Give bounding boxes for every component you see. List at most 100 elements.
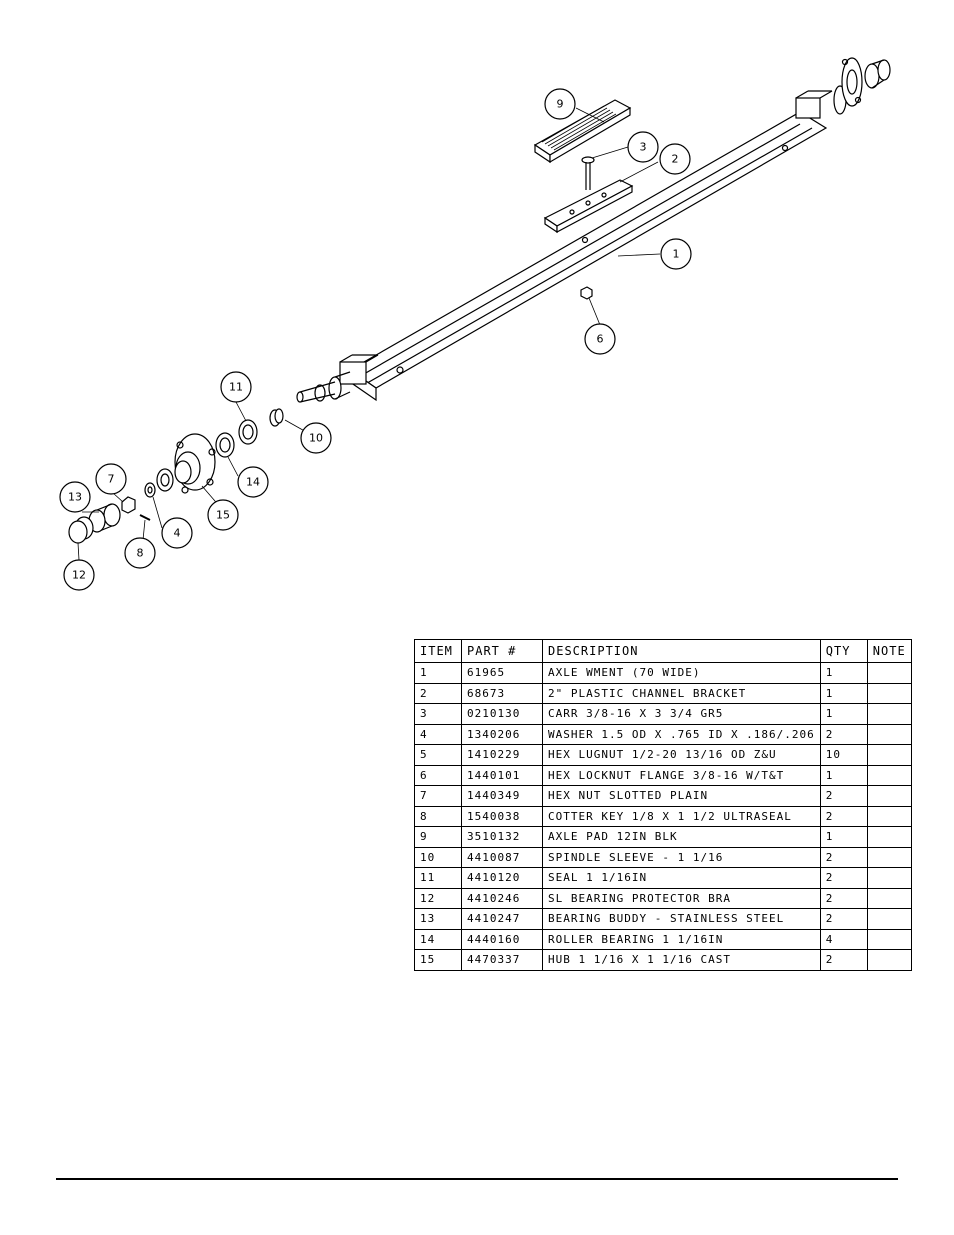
callout-1: 1 xyxy=(673,248,680,261)
axle-pad xyxy=(533,99,632,164)
callout-3: 3 xyxy=(640,141,647,154)
cell-note xyxy=(866,949,912,971)
callout-circles xyxy=(59,88,692,591)
cell-part: 4410246 xyxy=(461,887,543,909)
cell-description: HEX NUT SLOTTED PLAIN xyxy=(542,785,821,807)
cell-description: SEAL 1 1/16IN xyxy=(542,867,821,889)
cell-description: 2" PLASTIC CHANNEL BRACKET xyxy=(542,682,821,704)
cell-part: 4470337 xyxy=(461,949,543,971)
cell-note xyxy=(866,662,912,684)
cell-item: 7 xyxy=(414,785,462,807)
cell-item: 9 xyxy=(414,826,462,848)
cell-item: 1 xyxy=(414,662,462,684)
cell-item: 14 xyxy=(414,928,462,950)
callout-6: 6 xyxy=(597,333,604,346)
table-header-row: ITEM PART # DESCRIPTION QTY NOTE xyxy=(414,639,912,663)
cell-qty: 2 xyxy=(819,723,868,745)
callout-14: 14 xyxy=(246,476,260,489)
cell-note xyxy=(866,908,912,930)
callout-8: 8 xyxy=(137,547,144,560)
header-description: DESCRIPTION xyxy=(542,639,821,663)
cell-description: AXLE WMENT (70 WIDE) xyxy=(542,662,821,684)
callout-15: 15 xyxy=(216,509,230,522)
cell-description: HEX LOCKNUT FLANGE 3/8-16 W/T&T xyxy=(542,764,821,786)
cell-qty: 10 xyxy=(819,744,868,766)
callout-7: 7 xyxy=(108,473,115,486)
cotter-key xyxy=(139,514,151,521)
cell-item: 15 xyxy=(414,949,462,971)
cell-note xyxy=(866,928,912,950)
cell-description: AXLE PAD 12IN BLK xyxy=(542,826,821,848)
cell-qty: 2 xyxy=(819,887,868,909)
cell-item: 5 xyxy=(414,744,462,766)
header-item: ITEM xyxy=(414,639,462,663)
callout-2: 2 xyxy=(672,153,679,166)
header-part-number: PART # xyxy=(461,639,543,663)
seal xyxy=(238,419,258,445)
cell-note xyxy=(866,826,912,848)
cell-item: 13 xyxy=(414,908,462,930)
callout-10: 10 xyxy=(309,432,323,445)
cell-note xyxy=(866,764,912,786)
cell-qty: 1 xyxy=(819,764,868,786)
header-qty: QTY xyxy=(819,639,868,663)
cell-qty: 2 xyxy=(819,908,868,930)
cell-part: 68673 xyxy=(461,682,543,704)
cell-part: 61965 xyxy=(461,662,543,684)
locknut xyxy=(580,286,593,300)
cell-qty: 2 xyxy=(819,846,868,868)
cell-qty: 1 xyxy=(819,682,868,704)
cell-qty: 2 xyxy=(819,949,868,971)
cell-qty: 4 xyxy=(819,928,868,950)
cell-description: CARR 3/8-16 X 3 3/4 GR5 xyxy=(542,703,821,725)
cell-item: 11 xyxy=(414,867,462,889)
callout-12: 12 xyxy=(72,569,86,582)
cell-note xyxy=(866,723,912,745)
cell-description: SPINDLE SLEEVE - 1 1/16 xyxy=(542,846,821,868)
bearing-protector-bra xyxy=(68,516,94,544)
cell-item: 4 xyxy=(414,723,462,745)
cell-description: HUB 1 1/16 X 1 1/16 CAST xyxy=(542,949,821,971)
cell-part: 4410120 xyxy=(461,867,543,889)
leader-lines xyxy=(77,107,661,561)
callout-4: 4 xyxy=(174,527,181,540)
cell-part: 0210130 xyxy=(461,703,543,725)
cell-note xyxy=(866,744,912,766)
cell-note xyxy=(866,805,912,827)
cell-note xyxy=(866,887,912,909)
right-hub-assembly xyxy=(833,57,891,115)
spindle-sleeve xyxy=(269,408,284,427)
left-spindle xyxy=(296,371,351,403)
cell-description: SL BEARING PROTECTOR BRA xyxy=(542,887,821,909)
cell-description: HEX LUGNUT 1/2-20 13/16 OD Z&U xyxy=(542,744,821,766)
slotted-nut xyxy=(121,496,136,514)
cell-part: 3510132 xyxy=(461,826,543,848)
cell-description: ROLLER BEARING 1 1/16IN xyxy=(542,928,821,950)
exploded-axle-diagram: 9 3 2 1 6 10 11 14 15 4 7 8 13 12 xyxy=(59,57,891,591)
cell-item: 10 xyxy=(414,846,462,868)
cell-item: 3 xyxy=(414,703,462,725)
cell-part: 1410229 xyxy=(461,744,543,766)
hub xyxy=(174,433,216,494)
cell-description: WASHER 1.5 OD X .765 ID X .186/.206 xyxy=(542,723,821,745)
callout-11: 11 xyxy=(229,381,243,394)
cell-note xyxy=(866,785,912,807)
roller-bearing-inner xyxy=(215,432,235,458)
cell-qty: 2 xyxy=(819,785,868,807)
callout-9: 9 xyxy=(557,98,564,111)
channel-bracket xyxy=(543,179,634,234)
cell-note xyxy=(866,846,912,868)
cell-part: 1440101 xyxy=(461,764,543,786)
